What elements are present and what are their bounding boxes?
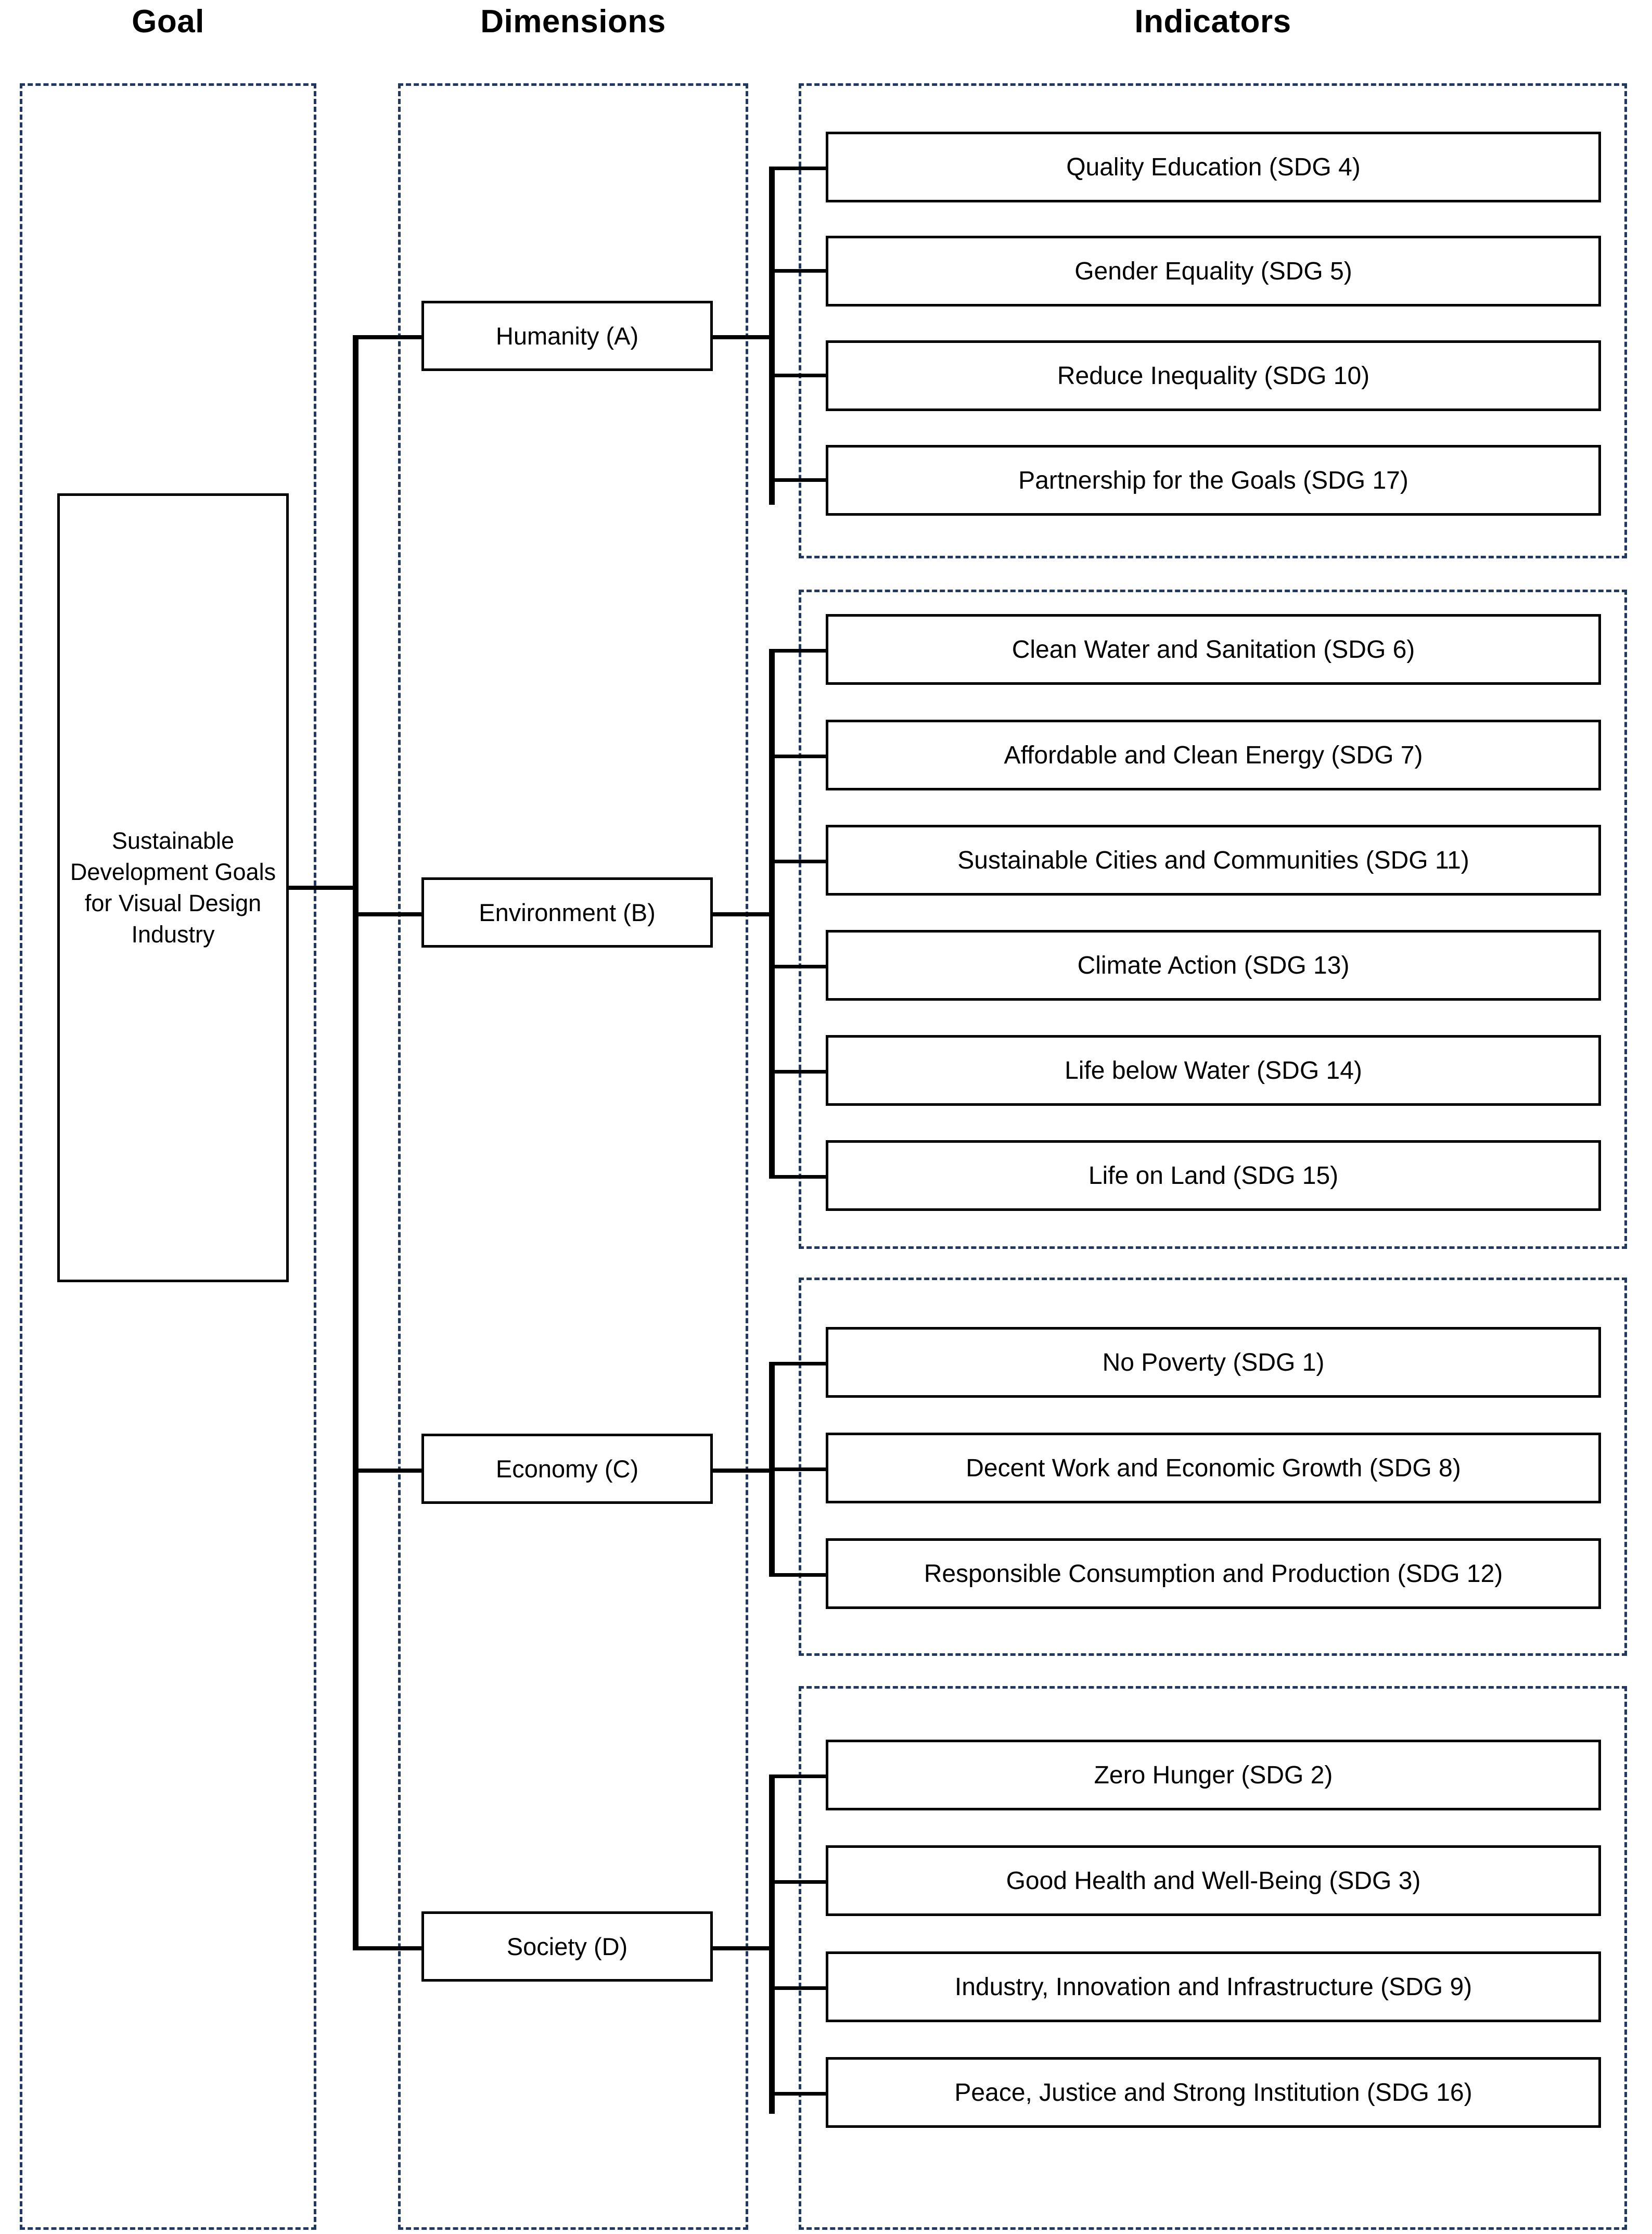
connector-environment-leaf-4 xyxy=(769,965,829,968)
indicator-node[interactable]: Sustainable Cities and Communities (SDG … xyxy=(826,825,1601,896)
indicator-node[interactable]: Decent Work and Economic Growth (SDG 8) xyxy=(826,1433,1601,1503)
connector-society-leaf-1 xyxy=(769,1775,829,1778)
indicator-node[interactable]: Quality Education (SDG 4) xyxy=(826,132,1601,202)
indicator-node-label: Clean Water and Sanitation (SDG 6) xyxy=(1011,635,1415,663)
indicator-node-label: Decent Work and Economic Growth (SDG 8) xyxy=(966,1454,1461,1482)
indicator-node[interactable]: Gender Equality (SDG 5) xyxy=(826,236,1601,307)
dimension-node-environment[interactable]: Environment (B) xyxy=(421,877,713,948)
indicator-node-label: Peace, Justice and Strong Institution (S… xyxy=(954,2078,1472,2107)
indicator-node-label: Climate Action (SDG 13) xyxy=(1077,951,1350,979)
indicator-node-label: Reduce Inequality (SDG 10) xyxy=(1057,362,1370,390)
dimensions-column-container xyxy=(398,83,748,2230)
indicator-node-label: Zero Hunger (SDG 2) xyxy=(1094,1761,1333,1789)
indicator-node-label: Good Health and Well-Being (SDG 3) xyxy=(1006,1867,1421,1895)
connector-environment-leaf-2 xyxy=(769,755,829,758)
connector-economy-leaf-3 xyxy=(769,1573,829,1577)
connector-economy-leaf-1 xyxy=(769,1362,829,1365)
connector-spine-to-environment xyxy=(353,912,423,916)
indicator-node[interactable]: Responsible Consumption and Production (… xyxy=(826,1538,1601,1609)
connector-society-leaf-3 xyxy=(769,1986,829,1990)
connector-humanity-leaf-1 xyxy=(769,167,829,170)
connector-environment-leaf-5 xyxy=(769,1070,829,1074)
goal-column-container xyxy=(20,83,316,2230)
connector-humanity-leaf-4 xyxy=(769,478,829,482)
column-header-goal: Goal xyxy=(132,4,204,40)
connector-spine-to-economy xyxy=(353,1469,423,1473)
connector-environment-leaf-3 xyxy=(769,860,829,863)
indicator-group-container-humanity xyxy=(799,83,1627,558)
goal-node[interactable]: Sustainable Development Goals for Visual… xyxy=(57,493,289,1282)
subspine-environment xyxy=(769,649,775,1178)
subspine-humanity xyxy=(769,167,775,505)
connector-humanity-leaf-3 xyxy=(769,374,829,377)
goal-node-label: Sustainable Development Goals for Visual… xyxy=(70,827,276,948)
indicator-group-container-society xyxy=(799,1686,1627,2230)
connector-environment-leaf-6 xyxy=(769,1175,829,1179)
subspine-society xyxy=(769,1775,775,2114)
column-header-indicators: Indicators xyxy=(1134,4,1291,40)
dimension-node-economy[interactable]: Economy (C) xyxy=(421,1434,713,1504)
indicator-node-label: Affordable and Clean Energy (SDG 7) xyxy=(1004,741,1423,769)
dimension-node-label: Economy (C) xyxy=(495,1455,639,1483)
indicator-node-label: Gender Equality (SDG 5) xyxy=(1074,257,1352,285)
dimension-node-label: Society (D) xyxy=(506,1933,628,1960)
indicator-node[interactable]: Good Health and Well-Being (SDG 3) xyxy=(826,1845,1601,1916)
indicator-node[interactable]: Climate Action (SDG 13) xyxy=(826,930,1601,1001)
indicator-group-container-environment xyxy=(799,590,1627,1249)
indicator-node-label: Life on Land (SDG 15) xyxy=(1088,1161,1339,1190)
indicator-node[interactable]: Peace, Justice and Strong Institution (S… xyxy=(826,2057,1601,2128)
connector-spine-to-society xyxy=(353,1946,423,1950)
indicator-node[interactable]: Partnership for the Goals (SDG 17) xyxy=(826,445,1601,516)
connector-society-leaf-2 xyxy=(769,1880,829,1884)
indicator-node-label: Responsible Consumption and Production (… xyxy=(924,1560,1503,1588)
connector-humanity-leaf-2 xyxy=(769,269,829,273)
indicator-node-label: Life below Water (SDG 14) xyxy=(1065,1056,1362,1084)
connector-humanity-to-subspine xyxy=(713,335,774,339)
dimension-node-society[interactable]: Society (D) xyxy=(421,1911,713,1982)
connector-society-leaf-4 xyxy=(769,2092,829,2096)
indicator-node[interactable]: Life below Water (SDG 14) xyxy=(826,1035,1601,1106)
dimension-node-label: Humanity (A) xyxy=(495,322,639,350)
indicator-node[interactable]: Affordable and Clean Energy (SDG 7) xyxy=(826,720,1601,790)
indicator-node[interactable]: Industry, Innovation and Infrastructure … xyxy=(826,1951,1601,2022)
connector-environment-leaf-1 xyxy=(769,649,829,653)
indicator-node[interactable]: Clean Water and Sanitation (SDG 6) xyxy=(826,614,1601,685)
connector-goal-to-spine xyxy=(289,886,355,890)
column-header-dimensions: Dimensions xyxy=(480,4,666,40)
indicator-node[interactable]: Reduce Inequality (SDG 10) xyxy=(826,340,1601,411)
indicator-node[interactable]: Life on Land (SDG 15) xyxy=(826,1140,1601,1211)
indicator-node-label: Industry, Innovation and Infrastructure … xyxy=(954,1973,1472,2001)
connector-spine-to-humanity xyxy=(353,335,423,339)
indicator-node[interactable]: No Poverty (SDG 1) xyxy=(826,1327,1601,1398)
indicator-node-label: No Poverty (SDG 1) xyxy=(1102,1348,1325,1376)
connector-society-to-subspine xyxy=(713,1946,774,1950)
indicator-node[interactable]: Zero Hunger (SDG 2) xyxy=(826,1740,1601,1810)
connector-economy-leaf-2 xyxy=(769,1467,829,1471)
indicator-node-label: Sustainable Cities and Communities (SDG … xyxy=(957,846,1469,874)
indicator-node-label: Partnership for the Goals (SDG 17) xyxy=(1018,466,1408,494)
indicator-node-label: Quality Education (SDG 4) xyxy=(1066,153,1361,181)
connector-economy-to-subspine xyxy=(713,1469,774,1473)
indicator-group-container-economy xyxy=(799,1278,1627,1656)
connector-main-spine xyxy=(353,335,358,1949)
connector-environment-to-subspine xyxy=(713,912,774,916)
dimension-node-label: Environment (B) xyxy=(479,899,656,926)
dimension-node-humanity[interactable]: Humanity (A) xyxy=(421,301,713,371)
